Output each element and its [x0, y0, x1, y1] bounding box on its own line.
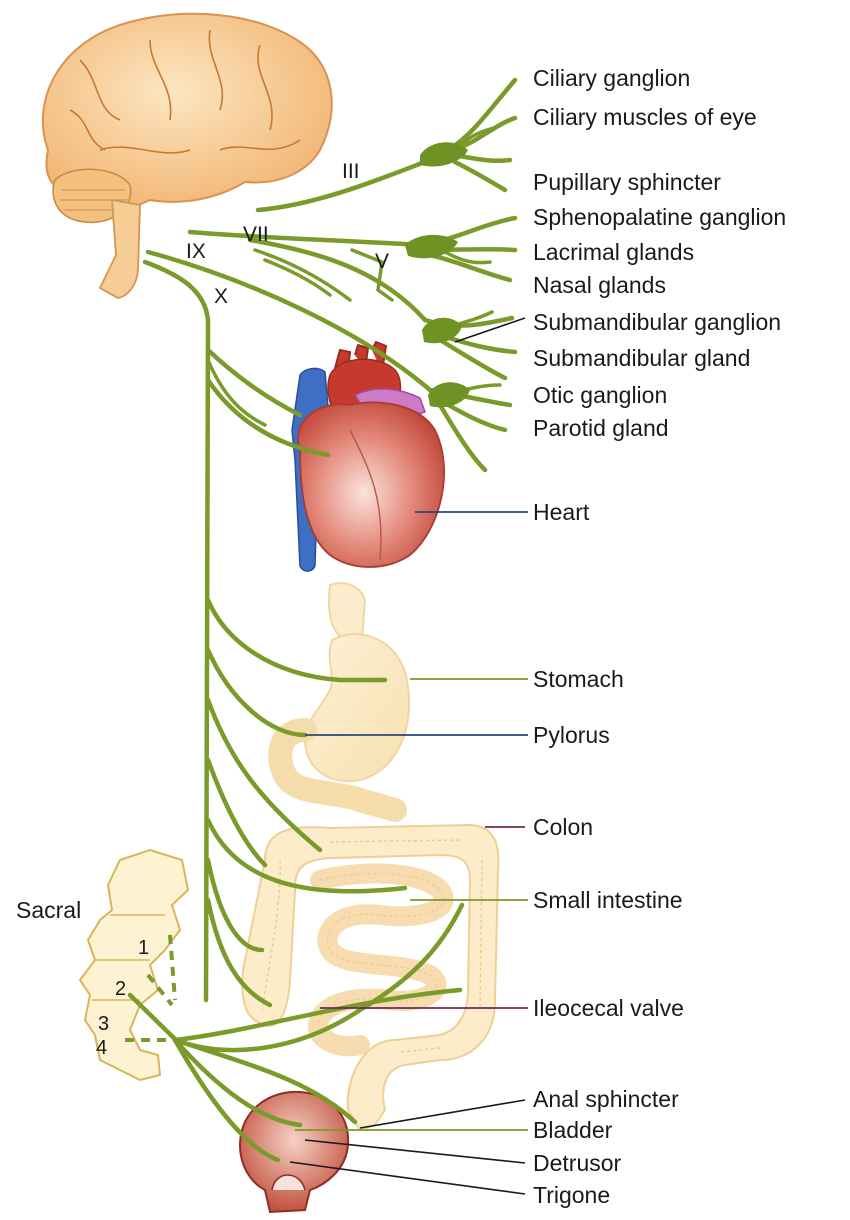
label-detrusor: Detrusor: [533, 1150, 622, 1176]
label-nasal-glands: Nasal glands: [533, 272, 666, 298]
label-ciliary-muscles: Ciliary muscles of eye: [533, 104, 757, 130]
label-anal-sphincter: Anal sphincter: [533, 1086, 679, 1112]
pelvic-nerves-path: [125, 905, 462, 1160]
stomach-organ: [305, 634, 409, 781]
label-sacral: Sacral: [16, 897, 81, 923]
sacral-segment-2: 2: [115, 978, 126, 1000]
label-ciliary-ganglion: Ciliary ganglion: [533, 65, 690, 91]
nerve-label-vii: VII: [243, 223, 269, 246]
label-lacrimal-glands: Lacrimal glands: [533, 239, 694, 265]
label-submandibular-ganglion: Submandibular ganglion: [533, 309, 781, 335]
nerve-label-ix: IX: [186, 240, 206, 263]
label-colon: Colon: [533, 814, 593, 840]
label-sphenopalatine-ganglion: Sphenopalatine ganglion: [533, 204, 786, 230]
label-bladder: Bladder: [533, 1117, 613, 1143]
label-pylorus: Pylorus: [533, 722, 610, 748]
label-stomach: Stomach: [533, 666, 624, 692]
label-trigone: Trigone: [533, 1182, 610, 1208]
cranial-nerve-7-path: [190, 218, 515, 378]
label-pupillary-sphincter: Pupillary sphincter: [533, 169, 721, 195]
otic-ganglion-node: [428, 382, 470, 407]
nerve-label-v: V: [375, 250, 389, 273]
label-parotid-gland: Parotid gland: [533, 415, 669, 441]
sacral-segment-1: 1: [138, 937, 149, 959]
nerve-label-x: X: [214, 285, 228, 308]
label-small-intestine: Small intestine: [533, 887, 683, 913]
sacral-segment-4: 4: [96, 1037, 107, 1059]
sacral-segment-3: 3: [98, 1013, 109, 1035]
label-ileocecal-valve: Ileocecal valve: [533, 995, 684, 1021]
heart-organ: [292, 342, 444, 571]
nerve-label-iii: III: [342, 160, 360, 183]
label-submandibular-gland: Submandibular gland: [533, 345, 750, 371]
label-heart: Heart: [533, 499, 590, 525]
label-otic-ganglion: Otic ganglion: [533, 382, 667, 408]
